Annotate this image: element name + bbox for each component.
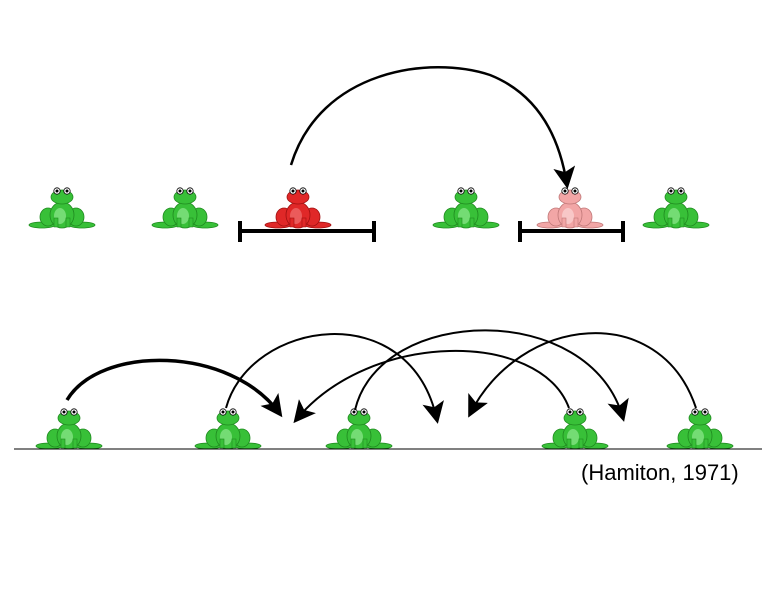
- frog-bottom-4: [542, 409, 608, 449]
- frog-bottom-2: [195, 409, 261, 449]
- jump-arrow-4: [355, 330, 623, 418]
- frog-top-3: [265, 188, 331, 228]
- top-frog-row: [29, 188, 709, 228]
- citation: (Hamiton, 1971): [581, 460, 739, 486]
- frog-bottom-5: [667, 409, 733, 449]
- frog-bottom-1: [36, 409, 102, 449]
- frog-top-2: [152, 188, 218, 228]
- jump-arrow-5: [470, 333, 696, 414]
- frog-top-4: [433, 188, 499, 228]
- frog-top-5: [537, 188, 603, 228]
- top-jump-arrow: [291, 67, 567, 185]
- bottom-frog-row: [36, 409, 733, 449]
- frog-bottom-3: [326, 409, 392, 449]
- jump-arrow-3: [296, 351, 569, 420]
- frog-top-6: [643, 188, 709, 228]
- jump-arrow-2: [226, 334, 437, 420]
- frog-top-1: [29, 188, 95, 228]
